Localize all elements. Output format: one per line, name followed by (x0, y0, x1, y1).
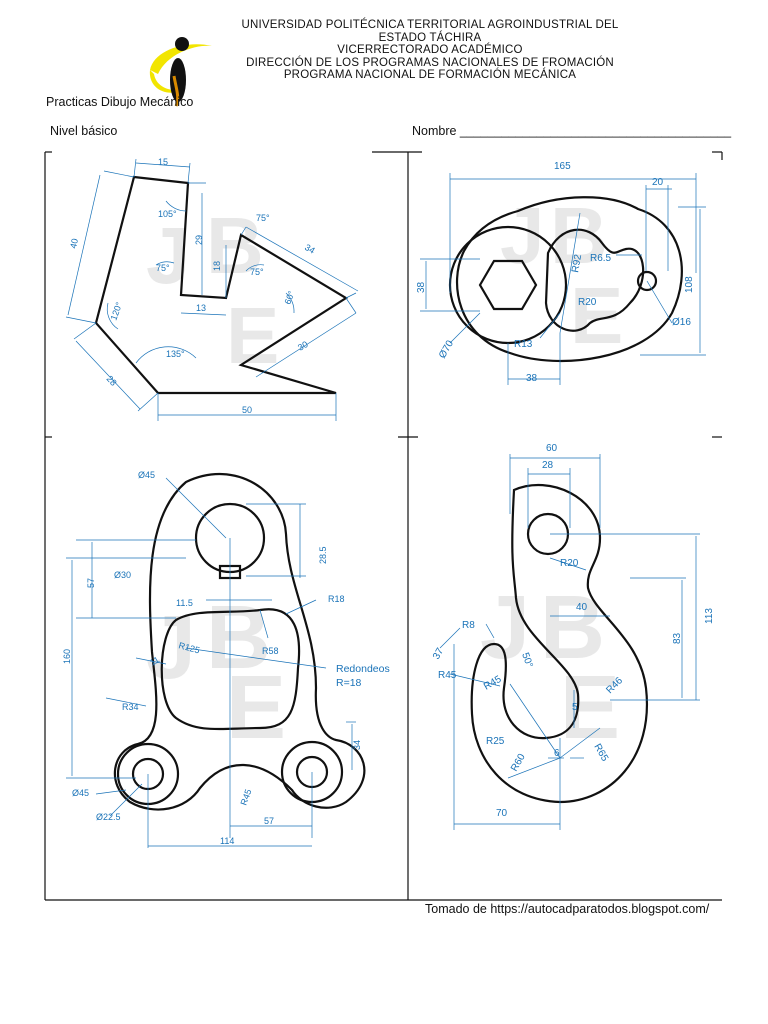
logo-figure-body (170, 58, 186, 102)
dim-label: 29 (194, 235, 204, 245)
dim-label: 34 (352, 740, 362, 750)
dim-label: 70 (496, 808, 508, 819)
dim-label: R8 (462, 620, 475, 631)
dim-label: 5 (572, 702, 578, 713)
dim-label: 75° (156, 263, 170, 273)
svg-text:B: B (206, 201, 264, 290)
dim-label: 38 (526, 373, 538, 384)
dim-label: 165 (554, 161, 571, 172)
dim-label: 6 (554, 748, 560, 759)
dim-label: 18 (212, 261, 222, 271)
dim-label: 160 (62, 649, 72, 664)
source-credit: Tomado de https://autocadparatodos.blogs… (425, 902, 710, 916)
dim-label: 11.5 (176, 598, 193, 608)
svg-text:B: B (206, 588, 271, 688)
header-line: UNIVERSIDAD POLITÉCNICA TERRITORIAL AGRO… (241, 19, 619, 31)
dim-label: R18 (328, 594, 345, 604)
dim-label: 120° (108, 300, 124, 321)
dim-label: 50 (242, 405, 252, 415)
dim-label: 34 (303, 242, 317, 256)
dim-label: Ø45 (72, 788, 89, 798)
dim-label: 113 (704, 608, 715, 624)
dim-label: R92 (570, 253, 584, 273)
dim-label: 60 (546, 443, 558, 454)
dim-label: Ø22.5 (96, 812, 121, 822)
dim-label: R34 (122, 702, 139, 712)
note-radius: R=18 (336, 677, 362, 689)
dim-label: 30 (296, 339, 310, 353)
dim-label: Ø70 (437, 338, 456, 360)
header-line: PROGRAMA NACIONAL DE FORMACIÓN MECÁNICA (283, 69, 577, 82)
dim-label: 38 (416, 281, 427, 293)
logo-swoosh-top (150, 44, 212, 74)
svg-text:E: E (226, 291, 279, 380)
dim-label: R13 (514, 339, 533, 350)
dim-label: R45 (238, 788, 253, 807)
dim-label: 105° (158, 209, 177, 219)
name-field[interactable]: Nombre _________________________________… (412, 124, 732, 138)
dim-label: R58 (262, 646, 279, 656)
dim-label: 75° (256, 213, 270, 223)
dim-label: R25 (486, 736, 505, 747)
dim-label: 11 (148, 654, 161, 667)
institution-header: UNIVERSIDAD POLITÉCNICA TERRITORIAL AGRO… (200, 19, 660, 82)
dim-label: 40 (68, 238, 80, 250)
dim-label: 75° (250, 267, 264, 277)
dim-label: 28 (105, 374, 119, 388)
dim-label: 57 (86, 578, 96, 588)
dim-label: 37 (431, 646, 446, 662)
university-logo (149, 37, 212, 107)
dim-label: 83 (672, 632, 683, 644)
dim-label: 50° (519, 651, 535, 669)
part-outline (113, 472, 366, 811)
logo-figure-head (175, 37, 189, 51)
dim-label: 57 (264, 816, 274, 826)
note-rounds: Redondeos (336, 663, 390, 675)
dim-label: 108 (684, 276, 695, 293)
dim-label: 135° (166, 349, 185, 359)
dim-label: 40 (576, 602, 588, 613)
dim-label: 13 (196, 303, 206, 313)
header-line: DIRECCIÓN DE LOS PROGRAMAS NACIONALES DE… (246, 56, 614, 69)
dim-label: Ø30 (114, 570, 131, 580)
dim-label: R20 (560, 558, 579, 569)
level-label: Nivel básico (50, 124, 118, 138)
dim-label: R45 (438, 670, 457, 681)
dim-label: R20 (578, 297, 597, 308)
logo-swoosh-bottom (149, 70, 184, 93)
dim-label: R6.5 (590, 253, 612, 264)
dim-label: R60 (509, 752, 528, 774)
part-outline (455, 196, 683, 363)
svg-text:E: E (226, 658, 286, 758)
svg-text:B: B (540, 578, 605, 678)
dim-label: Ø45 (138, 470, 155, 480)
part-outline (470, 484, 649, 804)
dim-label: 60° (282, 289, 296, 306)
dim-label: 28.5 (318, 546, 328, 564)
header-line: ESTADO TÁCHIRA (378, 31, 482, 44)
dim-label: Ø16 (672, 317, 691, 328)
dim-label: 20 (652, 177, 664, 188)
dim-label: 114 (220, 836, 234, 846)
dim-label: 28 (542, 460, 554, 471)
subject-title: Practicas Dibujo Mecánico (46, 95, 194, 109)
dim-label: 15 (158, 157, 168, 167)
header-line: VICERRECTORADO ACADÉMICO (337, 44, 523, 57)
